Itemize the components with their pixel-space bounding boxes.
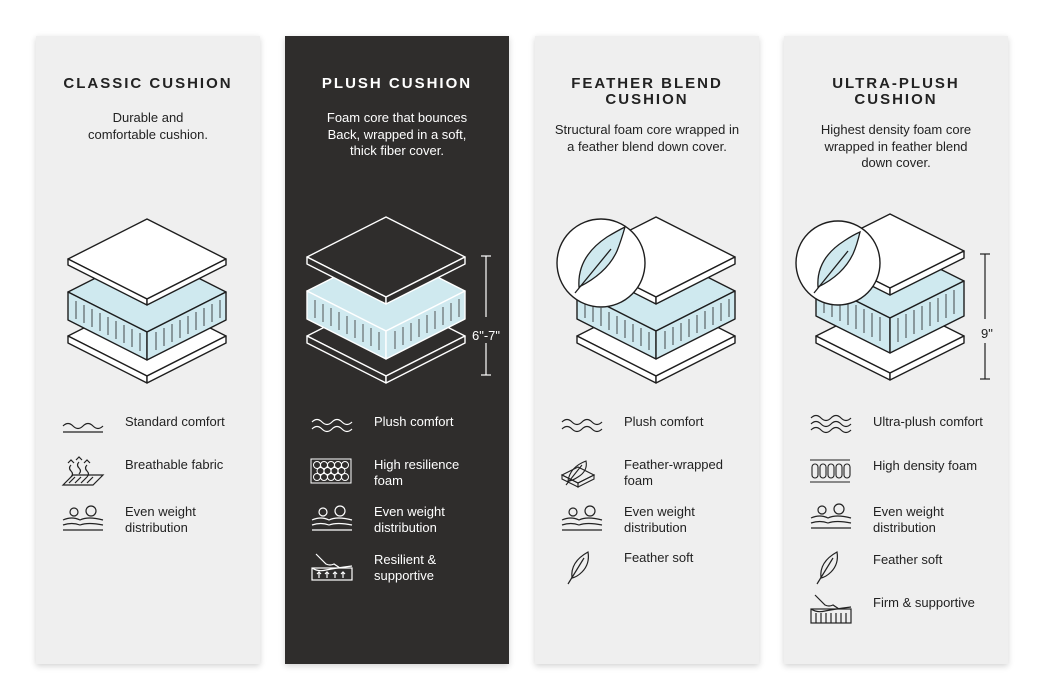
- feature-item: Even weight distribution: [809, 503, 1000, 544]
- feature-label: Feather soft: [873, 552, 943, 567]
- feature-label: High density foam: [873, 458, 978, 473]
- wavy-lines-icon: [809, 414, 853, 450]
- feature-item: Feather-wrapped foam: [560, 457, 751, 497]
- card-title: FEATHER BLEND CUSHION: [571, 75, 723, 108]
- feature-item: High resilience foam: [310, 457, 501, 497]
- feature-label: Plush comfort: [624, 414, 704, 429]
- feature-label: Even weight distribution: [873, 504, 944, 535]
- feature-label: Even weight distribution: [624, 504, 695, 535]
- feature-item: Feather soft: [560, 550, 751, 590]
- card-description: Structural foam core wrapped in a feathe…: [554, 122, 740, 154]
- feature-label: High resilience foam: [374, 457, 460, 488]
- wavy-lines-icon: [560, 414, 604, 450]
- cushion-layers-illustration: [36, 201, 260, 391]
- feature-label: Firm & supportive: [873, 595, 975, 610]
- feature-item: Ultra-plush comfort: [809, 414, 1000, 454]
- feature-label: Feather soft: [624, 550, 694, 565]
- feature-label: Resilient & supportive: [374, 552, 437, 583]
- card-description: Highest density foam core wrapped in fea…: [820, 122, 972, 170]
- feature-label: Standard comfort: [125, 414, 225, 429]
- dimension-bracket-icon: [980, 253, 990, 380]
- hand-pressing-cushion-icon: [310, 552, 354, 588]
- feature-item: Plush comfort: [560, 414, 751, 454]
- feature-label: Even weight distribution: [125, 504, 196, 535]
- card-title: CLASSIC CUSHION: [63, 75, 233, 92]
- card-title: PLUSH CUSHION: [321, 75, 473, 92]
- feature-label: Ultra-plush comfort: [873, 414, 983, 429]
- cushion-layers-icon: [556, 216, 736, 384]
- feather-icon: [809, 551, 853, 588]
- card-plush-cushion: PLUSH CUSHION Foam core that bounces Bac…: [285, 36, 509, 664]
- wavy-lines-icon: [310, 414, 354, 450]
- card-description: Durable and comfortable cushion.: [88, 110, 208, 142]
- cushion-layers-icon: [306, 216, 491, 384]
- feather-icon: [560, 550, 604, 586]
- hand-pressing-cushion-icon: [809, 594, 853, 631]
- feather-wrapped-block-icon: [560, 457, 604, 493]
- card-feather-blend-cushion: FEATHER BLEND CUSHION Structural foam co…: [535, 36, 759, 664]
- cushion-layers-icon: [67, 218, 227, 384]
- weight-distribution-icon: [560, 504, 604, 540]
- feature-label: Feather-wrapped foam: [624, 457, 723, 488]
- feature-item: Resilient & supportive: [310, 552, 501, 592]
- weight-distribution-icon: [61, 504, 105, 540]
- cushion-layers-illustration: [535, 201, 759, 391]
- feature-item: Firm & supportive: [809, 594, 1000, 635]
- feature-item: High density foam: [809, 458, 1000, 498]
- honeycomb-foam-icon: [310, 457, 354, 493]
- breathable-fabric-icon: [61, 456, 105, 493]
- card-title: ULTRA-PLUSH CUSHION: [832, 75, 960, 108]
- cushion-layers-illustration: [784, 201, 1008, 391]
- card-description: Foam core that bounces Back, wrapped in …: [326, 110, 468, 158]
- feature-label: Plush comfort: [374, 414, 454, 429]
- dimension-label: 9": [981, 326, 993, 341]
- weight-distribution-icon: [310, 504, 354, 540]
- card-classic-cushion: CLASSIC CUSHION Durable and comfortable …: [36, 36, 260, 664]
- dimension-label: 6"-7": [472, 328, 501, 343]
- density-foam-icon: [809, 458, 853, 494]
- cushion-layers-illustration: [285, 201, 509, 391]
- feature-label: Breathable fabric: [125, 457, 224, 472]
- feature-item: Breathable fabric: [61, 456, 252, 497]
- feature-label: Even weight distribution: [374, 504, 445, 535]
- dimension-bracket-icon: [481, 255, 491, 376]
- cushion-layers-icon: [795, 213, 990, 381]
- feature-item: Standard comfort: [61, 414, 252, 454]
- feather-badge-icon: [556, 218, 646, 308]
- feature-item: Even weight distribution: [61, 504, 252, 544]
- card-ultra-plush-cushion: ULTRA-PLUSH CUSHION Highest density foam…: [784, 36, 1008, 664]
- weight-distribution-icon: [809, 503, 853, 540]
- feature-item: Even weight distribution: [310, 504, 501, 544]
- feature-item: Feather soft: [809, 551, 1000, 592]
- wavy-line-icon: [61, 414, 105, 450]
- feature-item: Even weight distribution: [560, 504, 751, 544]
- feather-badge-icon: [795, 220, 881, 306]
- feature-item: Plush comfort: [310, 414, 501, 454]
